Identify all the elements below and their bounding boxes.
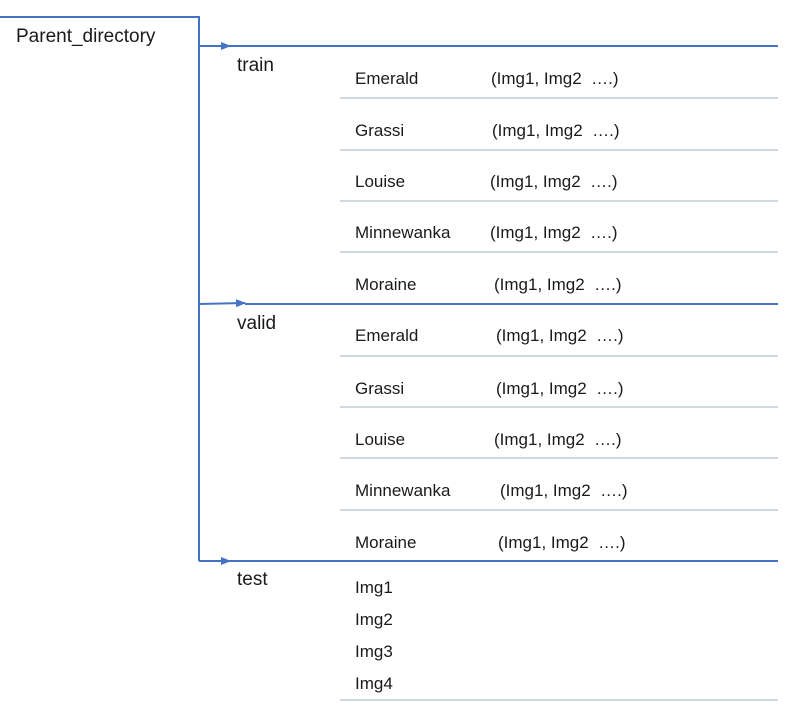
- valid-arrow: [198, 299, 246, 308]
- train-class-contents: (Img1, Img2 ….): [494, 275, 622, 294]
- root-directory-label: Parent_directory: [16, 26, 156, 47]
- train-class-contents: (Img1, Img2 ….): [491, 69, 619, 88]
- train-class-name: Emerald: [355, 69, 419, 88]
- train-class-contents: (Img1, Img2 ….): [490, 172, 618, 191]
- train-class-contents: (Img1, Img2 ….): [492, 121, 620, 140]
- test-image-item: Img1: [355, 578, 393, 597]
- valid-class-contents: (Img1, Img2 ….): [494, 430, 622, 449]
- valid-class-name: Minnewanka: [355, 481, 451, 500]
- train-class-name: Minnewanka: [355, 223, 451, 242]
- valid-folder-label: valid: [237, 313, 277, 334]
- train-class-name: Moraine: [355, 275, 417, 294]
- train-class-name: Grassi: [355, 121, 405, 140]
- test-folder-label: test: [237, 569, 268, 590]
- valid-class-contents: (Img1, Img2 ….): [498, 533, 626, 552]
- train-class-name: Louise: [355, 172, 406, 191]
- valid-class-contents: (Img1, Img2 ….): [496, 326, 624, 345]
- valid-class-name: Moraine: [355, 533, 417, 552]
- test-image-item: Img2: [355, 610, 393, 629]
- valid-class-name: Emerald: [355, 326, 419, 345]
- test-image-item: Img3: [355, 642, 393, 661]
- valid-class-name: Grassi: [355, 379, 405, 398]
- valid-class-name: Louise: [355, 430, 406, 449]
- valid-class-contents: (Img1, Img2 ….): [500, 481, 628, 500]
- test-image-item: Img4: [355, 674, 393, 693]
- train-class-contents: (Img1, Img2 ….): [490, 223, 618, 242]
- valid-class-contents: (Img1, Img2 ….): [496, 379, 624, 398]
- train-folder-label: train: [237, 55, 274, 76]
